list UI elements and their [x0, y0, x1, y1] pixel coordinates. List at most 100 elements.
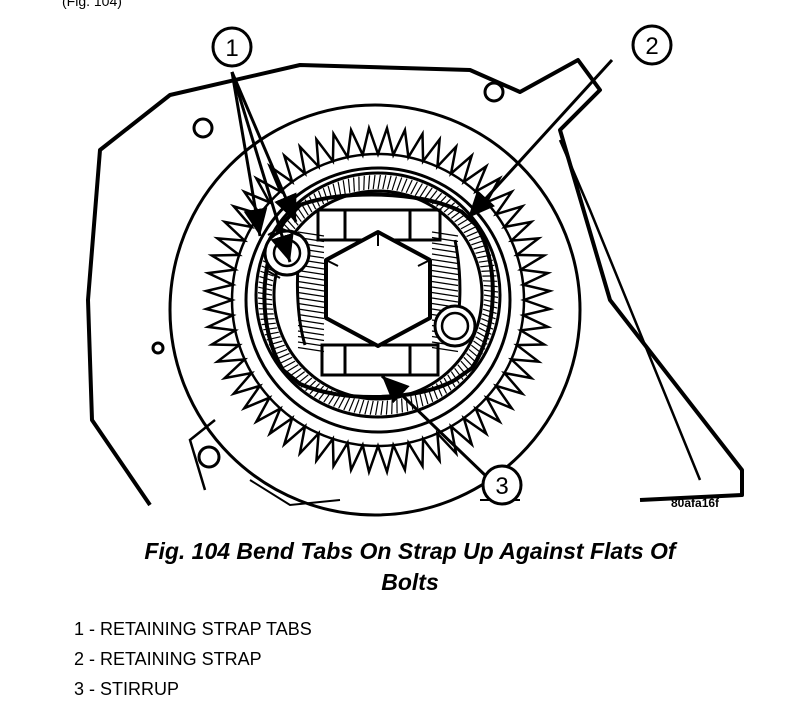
race-hatch-line	[338, 395, 346, 409]
race-hatch-line	[369, 400, 374, 415]
hex-nut-edges	[325, 232, 431, 267]
race-hatch-line	[380, 400, 384, 416]
race-hatch-line	[435, 195, 447, 207]
callout-3-number: 3	[495, 473, 508, 500]
legend-item: 2 - RETAINING STRAP	[74, 649, 262, 669]
strap-hatch-line	[297, 319, 325, 325]
strap-hatch-line	[431, 286, 459, 292]
race-hatch-line	[279, 356, 293, 365]
legend-item: 3 - STIRRUP	[74, 679, 180, 699]
race-hatch-line	[466, 230, 480, 238]
callout-2-number: 2	[645, 33, 658, 60]
strap-hatch-line	[297, 269, 325, 276]
callout-2: 2	[631, 24, 673, 66]
strap-hatch-line	[297, 324, 325, 331]
race-hatch-line	[391, 399, 393, 415]
bearing-race-inner	[272, 189, 484, 401]
figure-caption: Fig. 104 Bend Tabs On Strap Up Against F…	[40, 536, 780, 598]
callout-legend: 1 - RETAINING STRAP TABS 2 - RETAINING S…	[74, 614, 312, 704]
race-hatch-line	[285, 364, 299, 373]
hex-nut	[324, 230, 432, 348]
strap-hatch-line	[431, 264, 459, 270]
race-hatch-line	[405, 179, 413, 194]
tone-wheel-inner	[244, 166, 512, 434]
technical-illustration: (Fig. 104)	[62, 0, 744, 517]
strap-hatch-line	[297, 297, 325, 303]
race-hatch-line	[343, 396, 351, 411]
race-hatch-line	[401, 398, 403, 413]
strap-hatch-line	[431, 275, 459, 281]
strap-hatch-line	[297, 313, 325, 320]
callout-1: 1	[211, 26, 253, 68]
race-hatch-line	[363, 175, 365, 191]
race-hatch-line	[353, 177, 355, 192]
race-hatch-line	[396, 177, 403, 191]
strap-hatch-line	[297, 286, 325, 292]
race-hatch-line	[342, 180, 346, 195]
bolt-right	[433, 304, 477, 348]
housing-rib	[249, 479, 520, 507]
strap-hatch-line	[297, 275, 325, 281]
race-hatch-line	[358, 399, 365, 414]
image-code: 80afa16f	[671, 496, 720, 510]
race-hatch-line	[401, 178, 408, 192]
race-hatch-line	[375, 400, 379, 416]
race-hatch-line	[353, 399, 360, 413]
race-hatch-line	[347, 178, 351, 193]
race-hatch-line	[482, 313, 496, 320]
race-hatch-line	[372, 174, 376, 190]
strap-hatch-line	[297, 308, 325, 314]
race-hatch-line	[414, 183, 423, 197]
race-hatch-line	[385, 400, 389, 415]
legend-item: 1 - RETAINING STRAP TABS	[74, 619, 312, 639]
strap-hatch-line	[431, 346, 459, 353]
strap-hatch-line	[431, 253, 459, 259]
strap-hatch-line	[297, 335, 325, 342]
mounting-holes	[151, 81, 505, 469]
race-hatch-line	[468, 234, 483, 242]
strap-hatch-line	[297, 330, 325, 336]
strap-hatch-line	[431, 280, 459, 287]
race-hatch-line	[364, 400, 370, 415]
strap-hatch-line	[431, 231, 459, 237]
race-hatch-line	[481, 318, 495, 325]
race-hatch-line	[419, 185, 428, 198]
caption-line-2: Bolts	[381, 569, 439, 595]
strap-hatch-line	[297, 231, 325, 237]
strap-hatch-line	[431, 247, 459, 254]
race-hatch-line	[348, 398, 355, 412]
header-fragment: (Fig. 104)	[62, 0, 122, 9]
race-hatch-line	[419, 392, 424, 407]
strap-hatch-line	[431, 297, 459, 303]
strap-hatch-line	[297, 280, 325, 287]
retaining-strap	[262, 192, 495, 400]
race-hatch-line	[261, 322, 276, 326]
strap-hatch-line	[431, 291, 459, 298]
housing-plate	[86, 58, 744, 507]
strap-hatch-line	[431, 258, 459, 265]
strap-hatch-line	[431, 236, 459, 243]
race-hatch-line	[377, 174, 381, 190]
strap-hatch-line	[431, 242, 459, 248]
caption-line-1: Fig. 104 Bend Tabs On Strap Up Against F…	[144, 538, 676, 564]
race-hatch-line	[367, 175, 371, 190]
tone-wheel-root	[230, 152, 526, 448]
race-hatch-line	[337, 181, 342, 196]
strap-hatch-line	[297, 341, 325, 347]
strap-hatch-line	[297, 291, 325, 298]
strap-hatch-line	[297, 302, 325, 309]
race-hatch-line	[386, 175, 392, 190]
race-hatch-line	[482, 280, 498, 282]
callout-3: 3	[481, 464, 523, 506]
callout-1-number: 1	[225, 35, 238, 62]
callout-leaders	[230, 58, 614, 480]
strap-hatch-line	[297, 346, 325, 353]
race-hatch-line	[391, 176, 398, 191]
race-hatch-line	[463, 225, 477, 234]
race-hatch-line	[414, 394, 419, 409]
race-hatch-line	[282, 360, 296, 369]
flange-outer-ring	[168, 103, 582, 517]
bearing-race-outer	[254, 171, 502, 419]
strap-hatch-line	[431, 269, 459, 276]
race-hatch-line	[382, 175, 387, 190]
